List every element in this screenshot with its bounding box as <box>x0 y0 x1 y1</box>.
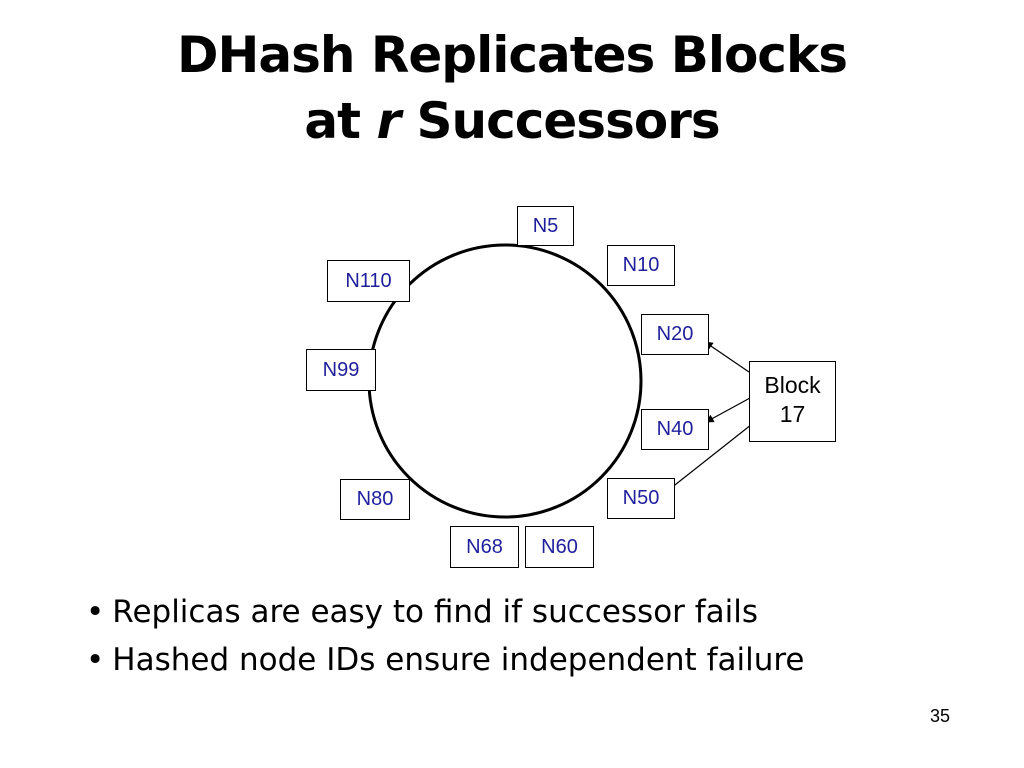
title-line-2: at r Successors <box>0 88 1024 154</box>
node-n68: N68 <box>450 526 519 568</box>
node-n5: N5 <box>517 206 574 246</box>
arrow-to-n50 <box>665 416 762 493</box>
node-n99: N99 <box>306 349 376 391</box>
block-number: 17 <box>779 401 806 427</box>
bullet-symbol: • <box>86 594 105 630</box>
node-n80: N80 <box>340 479 410 520</box>
title-line-2-suffix: Successors <box>400 92 721 150</box>
block-17-box: Block 17 <box>749 361 836 442</box>
bullet-text-1: Replicas are easy to find if successor f… <box>112 594 759 630</box>
slide-title: DHash Replicates Blocks at r Successors <box>0 22 1024 154</box>
node-n50: N50 <box>607 478 675 519</box>
node-n60: N60 <box>525 526 594 568</box>
title-line-1: DHash Replicates Blocks <box>177 26 848 84</box>
title-r-variable: r <box>376 92 401 150</box>
title-line-2-prefix: at <box>304 92 377 150</box>
block-label: Block <box>764 372 821 398</box>
bullet-text-2: Hashed node IDs ensure independent failu… <box>112 642 805 678</box>
node-n20: N20 <box>641 314 709 355</box>
arrow-to-n20 <box>704 341 750 373</box>
bullet-item-1: •Replicas are easy to find if successor … <box>86 588 804 636</box>
node-n10: N10 <box>607 245 675 286</box>
node-n40: N40 <box>641 409 709 450</box>
bullet-symbol: • <box>86 642 105 678</box>
bullet-list: •Replicas are easy to find if successor … <box>86 588 804 684</box>
bullet-item-2: •Hashed node IDs ensure independent fail… <box>86 636 804 684</box>
slide-number: 35 <box>930 706 951 726</box>
node-n110: N110 <box>327 260 410 302</box>
